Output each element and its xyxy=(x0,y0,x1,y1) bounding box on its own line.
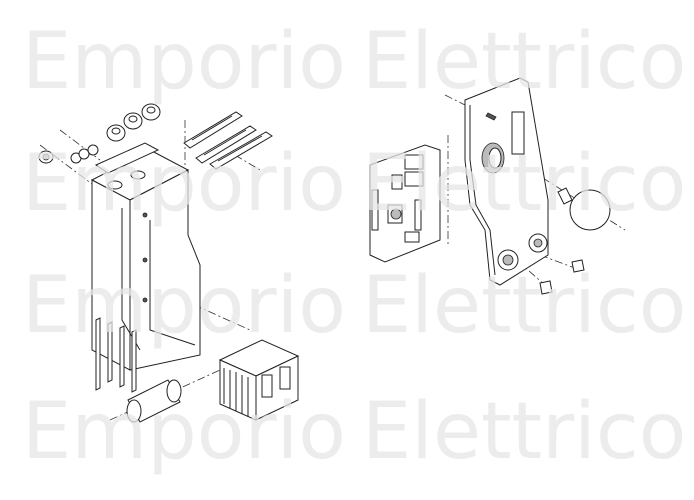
light-bulb xyxy=(557,187,611,231)
grommet xyxy=(38,150,54,164)
left-assembly xyxy=(38,103,300,423)
heatsink xyxy=(95,317,137,393)
screw xyxy=(485,112,497,121)
capacitor xyxy=(126,379,182,423)
right-assembly xyxy=(369,77,626,295)
grommets-small xyxy=(70,144,99,164)
control-board xyxy=(369,144,441,263)
rubber-rings xyxy=(106,103,161,142)
cable-gland xyxy=(539,259,585,295)
enclosure-box xyxy=(90,142,201,371)
clip-bars xyxy=(183,111,273,170)
transformer xyxy=(218,339,300,421)
mounting-plate xyxy=(464,77,549,286)
